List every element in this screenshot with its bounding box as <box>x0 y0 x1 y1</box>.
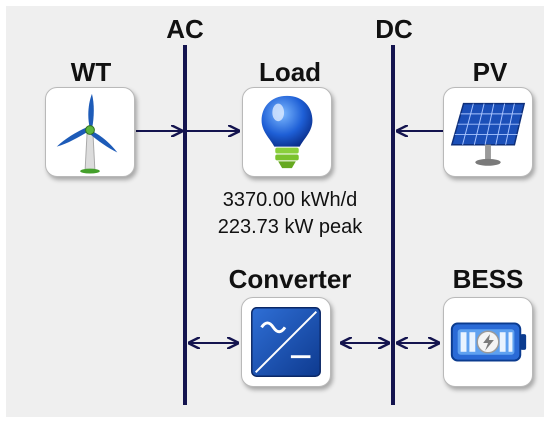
load-tile[interactable] <box>242 87 332 177</box>
converter-tile[interactable] <box>241 297 331 387</box>
load-peak-text: 223.73 kW peak <box>217 216 363 238</box>
bess-label: BESS <box>452 264 524 294</box>
wt-label: WT <box>70 57 112 87</box>
load-label: Load <box>258 57 322 87</box>
ac-bus-label: AC <box>166 14 204 44</box>
wind-turbine-tile[interactable] <box>45 87 135 177</box>
light-bulb-icon <box>261 95 313 169</box>
solar-panel-icon <box>450 102 526 166</box>
pv-label: PV <box>472 57 508 87</box>
pv-tile[interactable] <box>443 87 533 177</box>
converter-icon <box>251 307 321 377</box>
bess-tile[interactable] <box>443 297 533 387</box>
battery-icon <box>450 322 527 362</box>
dc-bus-label: DC <box>375 14 413 44</box>
converter-label: Converter <box>228 264 352 294</box>
load-energy-text: 3370.00 kWh/d <box>222 189 358 211</box>
wind-turbine-icon <box>56 93 118 174</box>
